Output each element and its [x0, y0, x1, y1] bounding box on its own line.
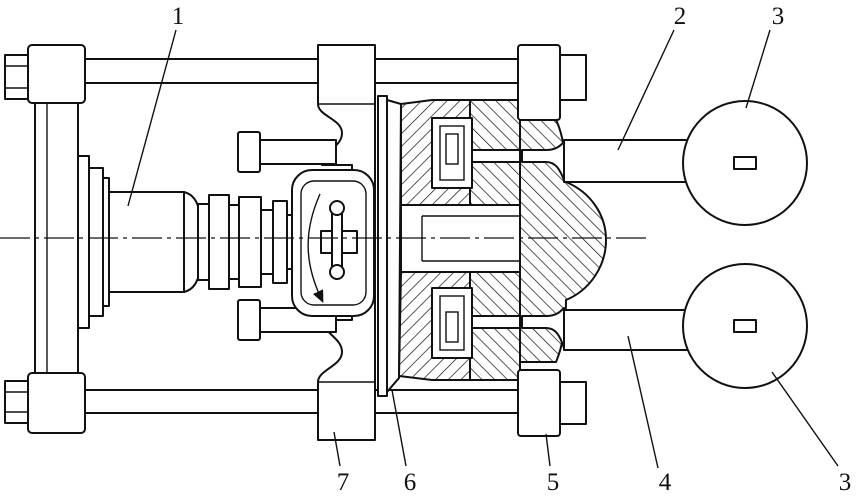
callout-6: 6 [404, 469, 417, 496]
piston-body [108, 191, 185, 293]
leader-7 [333, 431, 341, 467]
fixed-platen-top [517, 44, 561, 121]
cylinder-flange-outer [77, 155, 90, 329]
rod-collar [238, 196, 262, 288]
bottom-drive-key [733, 319, 757, 333]
top-cavity-insert [439, 125, 465, 181]
leader-4 [627, 335, 659, 469]
rod-groove [197, 203, 210, 281]
rod-collar [208, 194, 230, 290]
cylinder-flange-inner [88, 167, 104, 317]
hydraulic-cylinder-ram [77, 155, 300, 329]
top-tie-bar-right [373, 58, 521, 84]
top-tie-bar-left [83, 58, 321, 84]
bottom-bolt-head [237, 299, 261, 341]
bottom-cavity-core [445, 311, 459, 343]
slanted-plate [386, 99, 402, 393]
link-housing [291, 169, 375, 317]
bottom-pin [329, 264, 345, 280]
clamp-bolts [237, 131, 337, 341]
fixed-platen [517, 44, 608, 437]
leader-5 [545, 433, 551, 467]
top-pin [329, 200, 345, 216]
leader-6 [391, 389, 407, 467]
top-bolt-head [237, 131, 261, 173]
leader-1 [127, 29, 177, 207]
callout-5: 5 [547, 469, 560, 496]
leader-2 [617, 29, 675, 151]
bottom-left-block [27, 372, 86, 434]
callout-3-top: 3 [772, 3, 785, 30]
piston-neck [183, 191, 199, 293]
link-housing-inner [300, 180, 367, 306]
rear-plate-assembly [4, 44, 86, 434]
top-left-nut [4, 54, 31, 100]
callout-4: 4 [659, 469, 672, 496]
rod-collar [272, 200, 288, 284]
bottom-runner [471, 315, 523, 329]
bottom-left-nut [4, 380, 31, 424]
top-drive-key [733, 156, 757, 170]
injection-barrels [563, 139, 693, 351]
bottom-cavity-insert [439, 295, 465, 351]
callout-3-bottom: 3 [839, 469, 852, 496]
bottom-cavity [431, 287, 473, 359]
thin-plate [377, 95, 388, 397]
top-injection-barrel [563, 139, 693, 183]
bottom-tie-bar-left [83, 389, 321, 414]
callout-7: 7 [337, 469, 350, 496]
top-cavity-core [445, 133, 459, 165]
mould-backing-plate [377, 95, 402, 397]
callout-2: 2 [674, 3, 687, 30]
mould [397, 99, 523, 381]
leader-3-top [745, 29, 771, 109]
leader-3-bottom [771, 371, 839, 467]
top-cavity [431, 117, 473, 189]
bottom-injection-barrel [563, 309, 693, 351]
callouts: 1 2 3 3 4 5 6 7 [172, 3, 852, 496]
top-runner [471, 149, 523, 163]
rod-groove [228, 204, 240, 280]
drive-units [682, 100, 808, 389]
bottom-right-nut [559, 381, 587, 425]
top-right-nut [559, 54, 587, 101]
top-left-block [27, 44, 86, 104]
rod-groove [260, 209, 274, 275]
leader-lines [127, 29, 839, 469]
callout-1: 1 [172, 3, 185, 30]
top-bolt-shank [259, 139, 337, 165]
rotation-arrow-icon [307, 193, 324, 304]
fixed-platen-bottom [517, 369, 561, 437]
